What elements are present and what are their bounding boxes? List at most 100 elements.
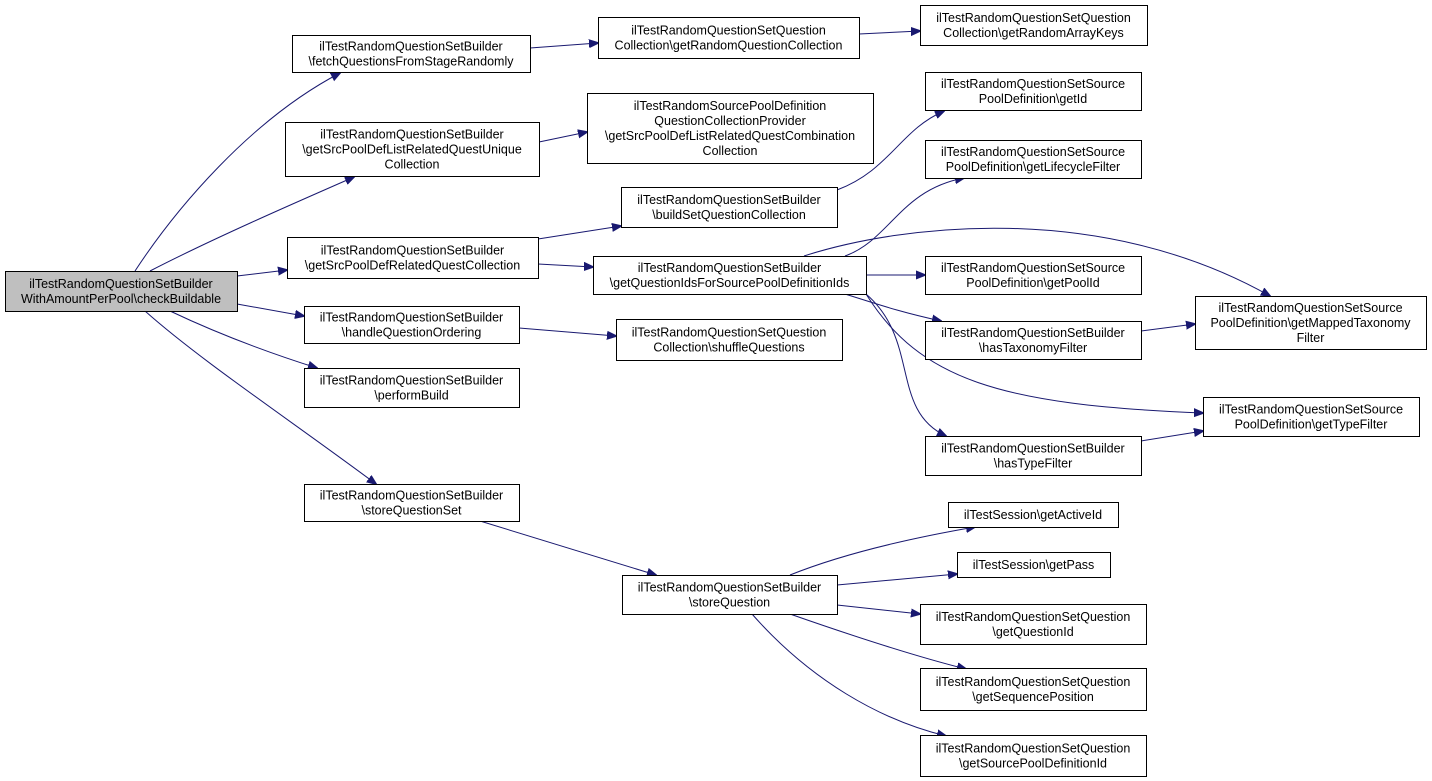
- node-label-line: \getQuestionIdsForSourcePoolDefinitionId…: [610, 276, 850, 290]
- edge-storeSet-to-storeQ: [479, 520, 656, 575]
- node-getPoolId[interactable]: ilTestRandomQuestionSetSourcePoolDefinit…: [925, 256, 1142, 295]
- node-box: [292, 35, 531, 73]
- node-label-line: ilTestRandomQuestionSetBuilder: [320, 489, 503, 503]
- edge-root-to-performBuild: [169, 310, 317, 368]
- node-label-line: ilTestRandomQuestionSetQuestion: [632, 326, 827, 340]
- node-label-line: Filter: [1297, 331, 1325, 345]
- node-performBuild[interactable]: ilTestRandomQuestionSetBuilder\performBu…: [304, 368, 520, 408]
- edge-getQIds-to-hasTax: [844, 293, 941, 321]
- node-label-line: ilTestRandomQuestionSetBuilder: [320, 311, 503, 325]
- node-hasType[interactable]: ilTestRandomQuestionSetBuilder\hasTypeFi…: [925, 436, 1142, 476]
- node-box: [5, 271, 238, 312]
- node-label-line: \getQuestionId: [992, 625, 1073, 639]
- node-box: [621, 187, 838, 228]
- node-box: [304, 306, 520, 344]
- node-shuffle[interactable]: ilTestRandomQuestionSetQuestionCollectio…: [616, 319, 843, 361]
- node-getActiveId[interactable]: ilTestSession\getActiveId: [948, 502, 1119, 528]
- node-label-line: ilTestRandomQuestionSetSource: [941, 145, 1125, 159]
- node-label-line: ilTestRandomQuestionSetSource: [1218, 301, 1402, 315]
- node-box: [925, 321, 1142, 360]
- edge-storeQ-to-getPass: [836, 574, 957, 586]
- node-label-line: ilTestRandomQuestionSetBuilder: [638, 581, 821, 595]
- node-label-line: ilTestRandomQuestionSetQuestion: [936, 610, 1131, 624]
- node-getTypeFilter[interactable]: ilTestRandomQuestionSetSourcePoolDefinit…: [1203, 397, 1420, 437]
- edge-root-to-fetch: [134, 73, 340, 272]
- edge-storeQ-to-getSeqPos: [789, 613, 966, 669]
- node-combProvider[interactable]: ilTestRandomSourcePoolDefinitionQuestion…: [587, 93, 874, 164]
- node-label-line: ilTestSession\getPass: [973, 558, 1095, 572]
- node-box: [925, 72, 1142, 111]
- node-label-line: \fetchQuestionsFromStageRandomly: [309, 55, 515, 69]
- node-label-line: \buildSetQuestionCollection: [652, 208, 806, 222]
- node-box: [1195, 296, 1427, 350]
- edge-getSrcRelated-to-buildSetColl: [537, 226, 621, 240]
- node-box: [920, 668, 1147, 711]
- node-label-line: ilTestRandomQuestionSetBuilder: [941, 326, 1124, 340]
- node-label-line: ilTestSession\getActiveId: [964, 508, 1102, 522]
- node-label-line: ilTestRandomQuestionSetBuilder: [320, 128, 503, 142]
- node-fetch[interactable]: ilTestRandomQuestionSetBuilder\fetchQues…: [292, 35, 531, 73]
- node-label-line: ilTestRandomQuestionSetBuilder: [320, 374, 503, 388]
- node-buildSetColl[interactable]: ilTestRandomQuestionSetBuilder\buildSetQ…: [621, 187, 838, 228]
- node-getSrcPoolDefId[interactable]: ilTestRandomQuestionSetQuestion\getSourc…: [920, 735, 1147, 777]
- edge-getRandColl-to-getRandKeys: [858, 31, 920, 34]
- node-label-line: ilTestRandomQuestionSetSource: [941, 261, 1125, 275]
- node-box: [287, 237, 539, 279]
- node-box: [920, 604, 1147, 645]
- nodes-layer: ilTestRandomQuestionSetBuilderWithAmount…: [5, 5, 1427, 777]
- node-box: [622, 575, 838, 615]
- node-label-line: \getSrcPoolDefRelatedQuestCollection: [305, 259, 520, 273]
- node-label-line: ilTestRandomQuestionSetBuilder: [319, 40, 502, 54]
- node-label-line: WithAmountPerPool\checkBuildable: [21, 292, 221, 306]
- node-label-line: ilTestRandomQuestionSetQuestion: [631, 24, 826, 38]
- node-getSrcUnique[interactable]: ilTestRandomQuestionSetBuilder\getSrcPoo…: [285, 122, 540, 177]
- node-label-line: \handleQuestionOrdering: [342, 326, 482, 340]
- node-label-line: \getSrcPoolDefListRelatedQuestCombinatio…: [605, 129, 855, 143]
- node-label-line: \getSequencePosition: [972, 690, 1094, 704]
- node-getRandColl[interactable]: ilTestRandomQuestionSetQuestionCollectio…: [598, 17, 860, 59]
- node-getQId[interactable]: ilTestRandomQuestionSetQuestion\getQuest…: [920, 604, 1147, 645]
- node-getSrcRelated[interactable]: ilTestRandomQuestionSetBuilder\getSrcPoo…: [287, 237, 539, 279]
- edge-getQIds-to-getTypeFilter: [865, 293, 1203, 413]
- node-label-line: PoolDefinition\getTypeFilter: [1235, 418, 1388, 432]
- node-getQIds[interactable]: ilTestRandomQuestionSetBuilder\getQuesti…: [593, 256, 867, 295]
- node-label-line: ilTestRandomQuestionSetSource: [941, 77, 1125, 91]
- node-box: [925, 256, 1142, 295]
- node-storeSet[interactable]: ilTestRandomQuestionSetBuilder\storeQues…: [304, 484, 520, 522]
- node-label-line: QuestionCollectionProvider: [654, 114, 805, 128]
- node-getPass[interactable]: ilTestSession\getPass: [957, 552, 1111, 578]
- node-label-line: PoolDefinition\getId: [979, 92, 1087, 106]
- node-handleOrdering[interactable]: ilTestRandomQuestionSetBuilder\handleQue…: [304, 306, 520, 344]
- node-getSeqPos[interactable]: ilTestRandomQuestionSetQuestion\getSeque…: [920, 668, 1147, 711]
- edge-hasTax-to-getMappedTax: [1140, 324, 1195, 332]
- edge-buildSetColl-to-getId: [836, 111, 944, 191]
- edge-hasType-to-getTypeFilter: [1140, 431, 1203, 442]
- edge-storeQ-to-getQId: [836, 604, 920, 614]
- edge-storeQ-to-getSrcPoolDefId: [751, 613, 946, 736]
- node-getMappedTax[interactable]: ilTestRandomQuestionSetSourcePoolDefinit…: [1195, 296, 1427, 350]
- edge-fetch-to-getRandColl: [529, 43, 598, 49]
- node-label-line: \storeQuestion: [689, 596, 770, 610]
- node-label-line: ilTestRandomQuestionSetQuestion: [936, 11, 1131, 25]
- node-getId[interactable]: ilTestRandomQuestionSetSourcePoolDefinit…: [925, 72, 1142, 111]
- edges-layer: [134, 31, 1270, 736]
- node-root[interactable]: ilTestRandomQuestionSetBuilderWithAmount…: [5, 271, 238, 312]
- node-box: [948, 502, 1119, 528]
- edge-root-to-handleOrdering: [236, 303, 304, 316]
- node-box: [598, 17, 860, 59]
- node-label-line: PoolDefinition\getMappedTaxonomy: [1210, 316, 1411, 330]
- node-box: [920, 5, 1148, 46]
- edge-storeQ-to-getActiveId: [789, 527, 975, 576]
- edge-handleOrdering-to-shuffle: [518, 327, 616, 336]
- node-box: [616, 319, 843, 361]
- edge-getQIds-to-hasType: [865, 293, 946, 436]
- edge-getSrcUnique-to-combProvider: [538, 132, 587, 143]
- node-getLifecycle[interactable]: ilTestRandomQuestionSetSourcePoolDefinit…: [925, 140, 1142, 179]
- node-hasTax[interactable]: ilTestRandomQuestionSetBuilder\hasTaxono…: [925, 321, 1142, 360]
- node-label-line: ilTestRandomQuestionSetSource: [1219, 403, 1403, 417]
- node-label-line: \getSrcPoolDefListRelatedQuestUnique: [302, 143, 522, 157]
- node-storeQ[interactable]: ilTestRandomQuestionSetBuilder\storeQues…: [622, 575, 838, 615]
- node-label-line: \hasTaxonomyFilter: [979, 341, 1087, 355]
- node-getRandKeys[interactable]: ilTestRandomQuestionSetQuestionCollectio…: [920, 5, 1148, 46]
